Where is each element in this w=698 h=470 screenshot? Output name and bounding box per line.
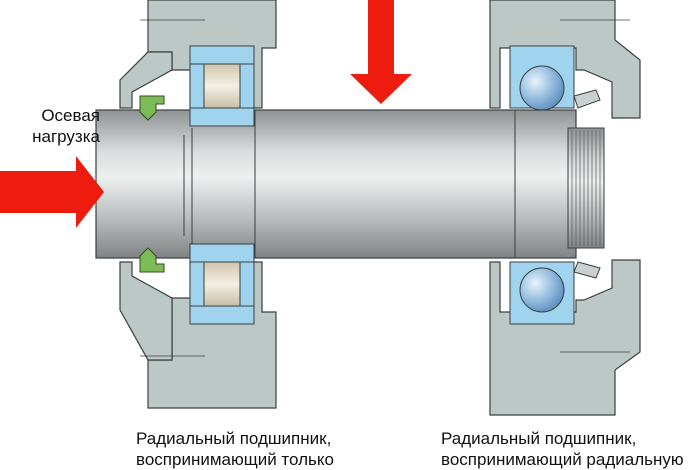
right-lock-nut [573,89,601,279]
right-caption-line1: Радиальный подшипник, [441,429,637,448]
right-ball-bearing-top [509,45,575,111]
left-seal-bottom [139,247,165,273]
right-bearing-caption: Радиальный подшипник, воспринимающий рад… [441,428,684,470]
axial-load-label: Осевая нагрузка [14,105,100,147]
left-seal-top [139,95,165,121]
shaft [95,109,577,259]
left-caption-line1: Радиальный подшипник, [136,429,332,448]
axial-load-label-line2: нагрузка [32,127,100,146]
axial-load-label-line1: Осевая [41,106,100,125]
radial-load-arrow [350,0,412,104]
shaft-steps [183,110,516,258]
shaft-thread-lines [571,130,601,246]
left-roller-bearing-bottom [189,243,255,325]
right-housing-centerlines [560,19,630,353]
axial-load-arrow [0,156,104,228]
bearing-arrangement-diagram [0,0,641,416]
left-roller-bearing-top [189,45,255,127]
shaft-threaded-end [567,127,605,249]
left-housing-centerlines [140,19,205,357]
right-housing [489,0,641,416]
right-ball-bearing-bottom [509,261,575,325]
left-bearing-caption: Радиальный подшипник, воспринимающий тол… [136,428,334,470]
